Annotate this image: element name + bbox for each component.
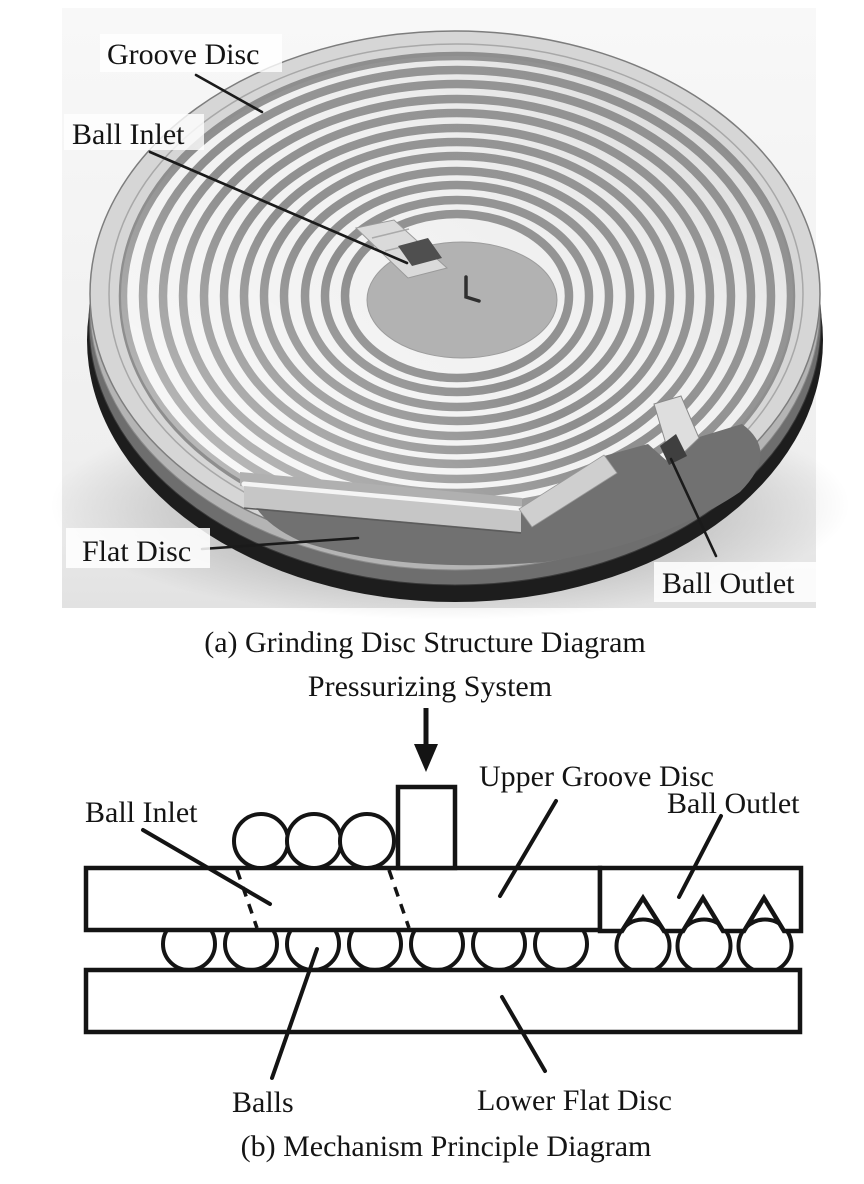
leader-lines-b: [141, 799, 723, 1080]
inlet-ball: [285, 812, 343, 870]
ball-outlet-leader-b: [677, 814, 723, 899]
pressurizing-block: [395, 784, 458, 871]
groove-disc-leader: [194, 73, 264, 114]
inlet-ball: [232, 812, 290, 870]
pressurizing-system-label: Pressurizing System: [308, 670, 552, 703]
lower-flat-disc-leader: [500, 995, 547, 1073]
ball-inlet-leader: [148, 150, 409, 265]
upper-groove-disc-label: Upper Groove Disc: [479, 760, 714, 793]
lower-flat-disc-block: [83, 967, 803, 1035]
upper-groove-disc-block: [83, 865, 603, 933]
figure-b-mechanism-diagram: Pressurizing System: [83, 670, 804, 1119]
front-wedge-cut: [240, 424, 761, 566]
ball-outlet-label-b: Ball Outlet: [667, 787, 800, 820]
outlet-block-with-notches: [597, 865, 804, 934]
balls-leader: [270, 947, 319, 1080]
lower-flat-disc-label: Lower Flat Disc: [477, 1084, 672, 1117]
upper-groove-disc-leader: [498, 799, 558, 898]
ball-inlet-label-b: Ball Inlet: [85, 796, 198, 829]
leader-lines-a: [148, 73, 718, 558]
center-mark: [464, 275, 481, 303]
ball-outlet-notch: [653, 395, 700, 465]
inlet-ball: [338, 812, 396, 870]
ball-inlet-leader-b: [141, 828, 272, 906]
inlet-balls: [232, 812, 396, 870]
exposed-flat-disc: [248, 424, 761, 566]
ball-outlet-label-a: Ball Outlet: [662, 567, 795, 600]
figure-a-structure-diagram: Groove Disc Ball Inlet Flat Disc Ball Ou…: [50, 8, 850, 620]
groove-disc-label: Groove Disc: [107, 38, 259, 71]
ball-outlet-leader: [669, 457, 718, 558]
ball-inlet-label-a: Ball Inlet: [72, 118, 185, 151]
ball-inlet-structure: [354, 219, 449, 279]
flat-disc-label: Flat Disc: [82, 535, 191, 568]
caption-a: (a) Grinding Disc Structure Diagram: [204, 626, 646, 659]
wedge-ramp: [518, 454, 618, 528]
balls-label: Balls: [232, 1086, 294, 1119]
pressure-arrow: [414, 708, 438, 772]
caption-b: (b) Mechanism Principle Diagram: [241, 1130, 652, 1163]
flat-disc-leader: [200, 536, 360, 551]
